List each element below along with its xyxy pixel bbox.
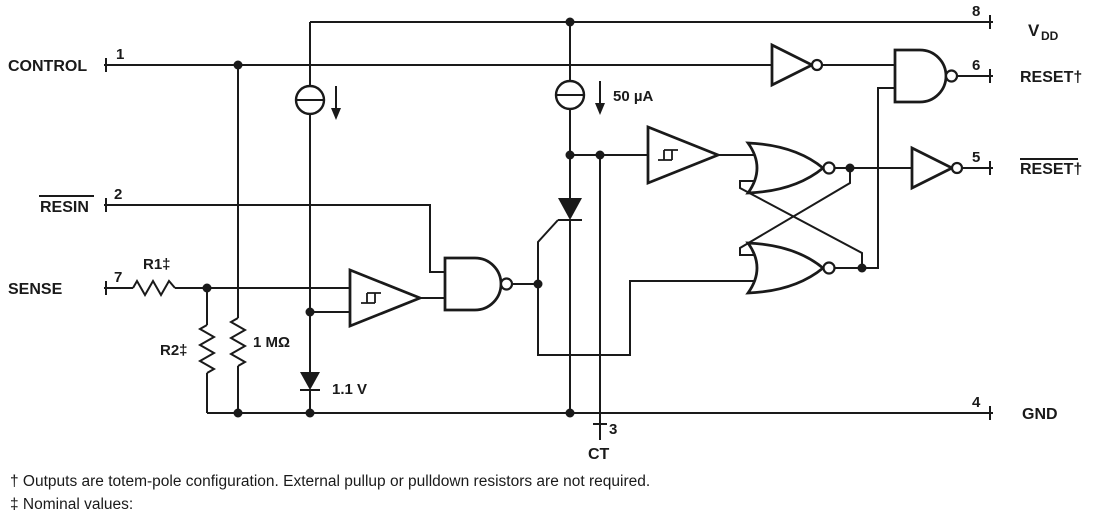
resetbar-label: RESET† <box>1020 161 1082 178</box>
nand-body <box>443 256 503 312</box>
vdd-subscript: DD <box>1041 29 1059 43</box>
junction-dot <box>305 408 315 418</box>
gnd-label: GND <box>1022 406 1058 423</box>
scr-thyristor <box>558 198 582 221</box>
nand-body <box>893 48 948 104</box>
resistor-r1 <box>132 278 176 298</box>
hysteresis-icon <box>361 292 381 304</box>
current-value-label: 50 µA <box>613 88 653 105</box>
current-source-1 <box>294 84 341 120</box>
junction-dot <box>533 279 543 289</box>
r2-label: R2‡ <box>160 342 188 359</box>
inverter-triangle <box>910 145 956 191</box>
schmitt-triangle <box>348 267 424 329</box>
schmitt-trigger-ct <box>646 124 722 186</box>
nor-gate-latch-top <box>745 141 836 195</box>
vdd-rail-wire <box>309 21 993 86</box>
schmitt-comparator-sense <box>348 267 424 329</box>
nor-body <box>745 241 826 295</box>
junction-dot <box>857 263 867 273</box>
current-arrow-head-icon <box>595 103 605 115</box>
latch-bottom-output-wire <box>835 87 895 269</box>
pin-3-number: 3 <box>609 421 617 438</box>
vdd-label: V <box>1028 21 1040 40</box>
text-labels: CONTROL 1 RESIN 2 SENSE 7 R1‡ R2‡ 1 MΩ 1… <box>8 3 1082 513</box>
resin-net-wire <box>104 204 445 273</box>
nand-gate-middle <box>443 256 514 312</box>
junction-dot <box>233 408 243 418</box>
resistor-r2 <box>197 324 217 374</box>
junction-dot <box>565 150 575 160</box>
inverter-triangle <box>770 42 816 88</box>
ct-node-wire <box>569 109 648 413</box>
pin-2-number: 2 <box>114 186 122 203</box>
inversion-bubble-icon <box>499 277 514 291</box>
pin-8-number: 8 <box>972 3 980 20</box>
sense-label: SENSE <box>8 281 63 298</box>
nor-body <box>745 141 826 195</box>
junction-dot <box>845 163 855 173</box>
current-source-2 <box>554 79 605 115</box>
inversion-bubble-icon <box>944 69 959 83</box>
junction-dot <box>202 283 212 293</box>
nor-gate-latch-bottom <box>745 241 836 295</box>
junction-dot <box>565 408 575 418</box>
zener-diode <box>300 372 320 391</box>
reset-label: RESET† <box>1020 69 1082 86</box>
junction-dot <box>565 17 575 27</box>
footnote-double-dagger: ‡ Nominal values: <box>10 496 133 513</box>
pin-6-number: 6 <box>972 57 980 74</box>
vref-label: 1.1 V <box>332 381 367 398</box>
pin-5-number: 5 <box>972 149 980 166</box>
latch-cross-wire-a <box>739 168 851 256</box>
reference-wire <box>309 114 350 413</box>
ct-label: CT <box>588 446 610 463</box>
resistor-1meg <box>228 317 248 367</box>
current-arrow-head-icon <box>331 108 341 120</box>
overlines <box>39 158 1078 197</box>
nand-gate-output <box>893 48 959 104</box>
schmitt-triangle <box>646 124 722 186</box>
pin-7-number: 7 <box>114 269 122 286</box>
pin-ticks <box>105 15 991 425</box>
pin-4-number: 4 <box>972 394 981 411</box>
inverter-control <box>770 42 824 88</box>
inverter-resetbar <box>910 145 964 191</box>
junction-dot <box>233 60 243 70</box>
wires <box>104 21 993 440</box>
scr-triangle-icon <box>558 198 582 220</box>
junction-dot <box>305 307 315 317</box>
junction-dot <box>595 150 605 160</box>
scr-gate-wire <box>537 219 756 356</box>
r1-label: R1‡ <box>143 256 171 273</box>
control-label: CONTROL <box>8 58 87 75</box>
latch-cross-wire-b <box>739 180 863 268</box>
inversion-bubble-icon <box>822 161 836 175</box>
zener-triangle-icon <box>300 372 320 390</box>
internal-resistor-label: 1 MΩ <box>253 334 290 351</box>
footnote-dagger: † Outputs are totem-pole configuration. … <box>10 473 650 490</box>
pin-1-number: 1 <box>116 46 124 63</box>
resistors <box>132 278 248 374</box>
inversion-bubble-icon <box>822 261 836 275</box>
hysteresis-icon <box>658 149 678 161</box>
inversion-bubble-icon <box>810 58 824 72</box>
inversion-bubble-icon <box>950 161 964 175</box>
resin-label: RESIN <box>40 199 89 216</box>
junction-dots <box>202 17 867 418</box>
